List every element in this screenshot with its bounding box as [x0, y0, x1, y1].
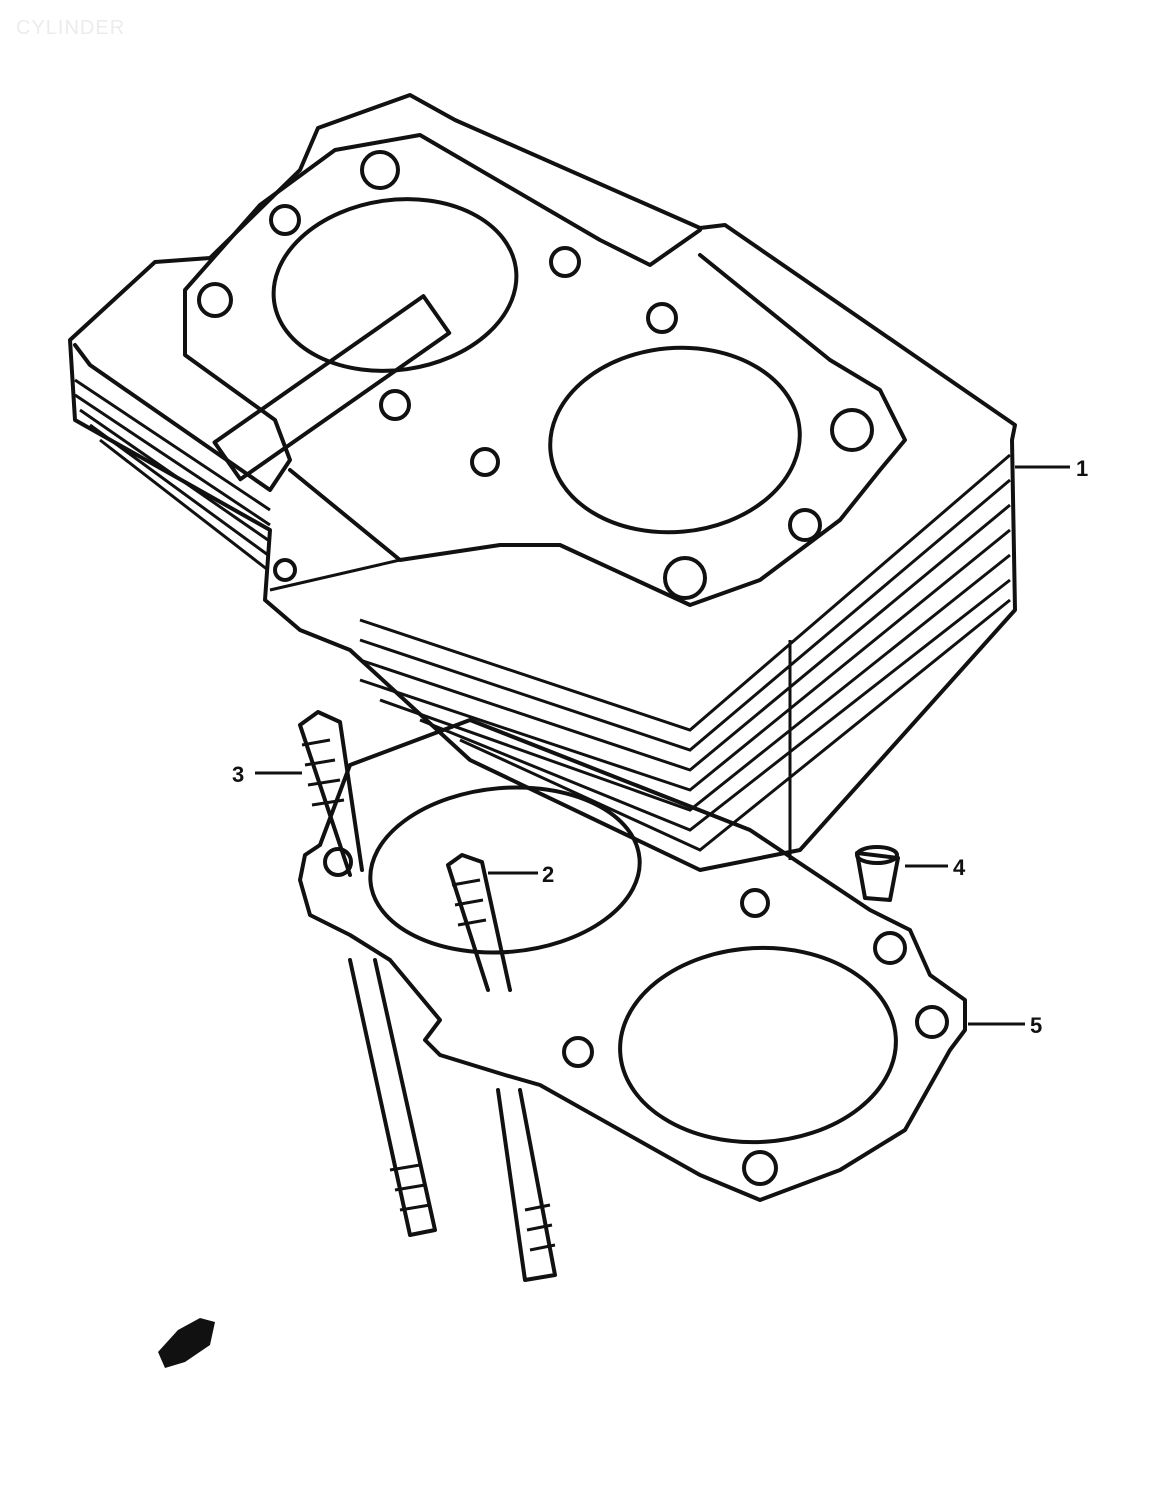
bolt-holes [197, 150, 874, 600]
cooling-fins [74, 378, 1011, 860]
callout-number-2: 2 [542, 862, 554, 887]
callout-4: 4 [905, 855, 966, 880]
cylinder-part [68, 93, 1017, 872]
stud-2 [446, 853, 557, 1282]
ink-mark [158, 1318, 215, 1368]
callout-number-1: 1 [1076, 456, 1088, 481]
callout-number-4: 4 [953, 855, 966, 880]
stud-3 [298, 710, 437, 1237]
callout-5: 5 [968, 1013, 1042, 1038]
callout-3: 3 [232, 762, 302, 787]
dowel-pin-4 [855, 845, 900, 902]
callout-number-3: 3 [232, 762, 244, 787]
callout-number-5: 5 [1030, 1013, 1042, 1038]
diagram-title: CYLINDER [16, 17, 126, 39]
callout-2: 2 [488, 862, 554, 887]
gasket-part [298, 718, 967, 1202]
callout-1: 1 [1015, 456, 1088, 481]
